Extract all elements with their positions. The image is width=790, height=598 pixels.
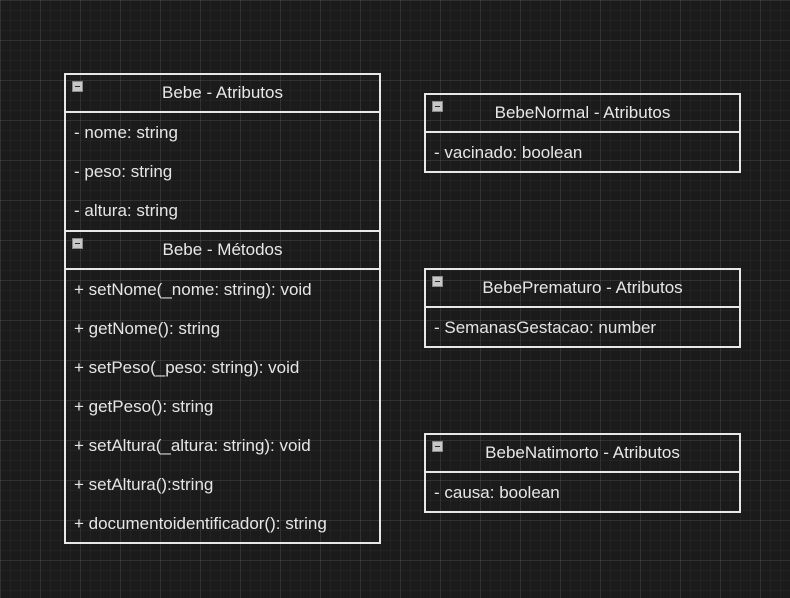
collapse-icon[interactable]	[72, 238, 83, 249]
class-header-bebe-natimorto[interactable]: BebeNatimorto - Atributos	[426, 435, 739, 473]
collapse-icon[interactable]	[72, 81, 83, 92]
attribute-row[interactable]: - vacinado: boolean	[434, 142, 583, 162]
method-row[interactable]: + setPeso(_peso: string): void	[74, 357, 300, 377]
class-title: Bebe - Atributos	[162, 83, 283, 102]
method-row[interactable]: + getPeso(): string	[74, 396, 214, 416]
class-box-bebe-metodos[interactable]: Bebe - Métodos + setNome(_nome: string):…	[64, 230, 381, 544]
class-header-bebe-metodos[interactable]: Bebe - Métodos	[66, 232, 379, 270]
class-box-bebe-prematuro[interactable]: BebePrematuro - Atributos - SemanasGesta…	[424, 268, 741, 348]
collapse-icon[interactable]	[432, 441, 443, 452]
collapse-icon[interactable]	[432, 276, 443, 287]
class-box-bebe-normal[interactable]: BebeNormal - Atributos - vacinado: boole…	[424, 93, 741, 173]
class-box-bebe-atributos[interactable]: Bebe - Atributos - nome: string - peso: …	[64, 73, 381, 232]
class-header-bebe-atributos[interactable]: Bebe - Atributos	[66, 75, 379, 113]
attribute-row[interactable]: - SemanasGestacao: number	[434, 317, 657, 337]
class-title: BebeNormal - Atributos	[494, 103, 671, 122]
class-header-bebe-normal[interactable]: BebeNormal - Atributos	[426, 95, 739, 133]
method-row[interactable]: + setAltura():string	[74, 474, 214, 494]
attribute-row[interactable]: - nome: string	[74, 122, 178, 142]
class-header-bebe-prematuro[interactable]: BebePrematuro - Atributos	[426, 270, 739, 308]
method-row[interactable]: + setNome(_nome: string): void	[74, 279, 312, 299]
collapse-icon[interactable]	[432, 101, 443, 112]
class-title: BebePrematuro - Atributos	[482, 278, 683, 297]
class-title: Bebe - Métodos	[162, 240, 283, 259]
class-title: BebeNatimorto - Atributos	[485, 443, 680, 462]
attribute-row[interactable]: - peso: string	[74, 161, 173, 181]
method-row[interactable]: + setAltura(_altura: string): void	[74, 435, 311, 455]
attribute-row[interactable]: - altura: string	[74, 200, 178, 220]
method-row[interactable]: + documentoidentificador(): string	[74, 513, 327, 533]
method-row[interactable]: + getNome(): string	[74, 318, 220, 338]
attribute-row[interactable]: - causa: boolean	[434, 482, 560, 502]
class-box-bebe-natimorto[interactable]: BebeNatimorto - Atributos - causa: boole…	[424, 433, 741, 513]
